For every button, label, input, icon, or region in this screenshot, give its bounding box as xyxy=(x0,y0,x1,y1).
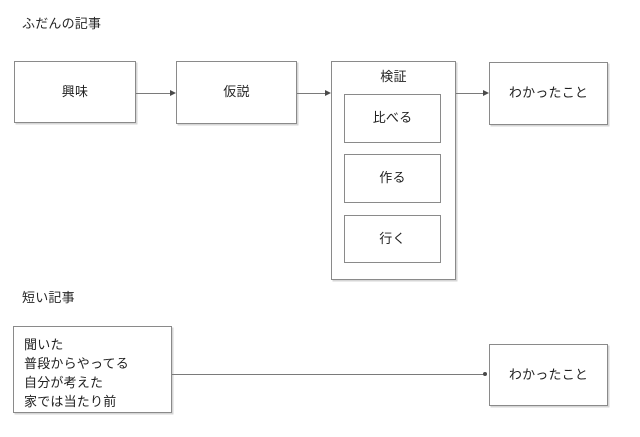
connector-hypothesis-to-verification xyxy=(297,93,325,94)
node-finding-bottom-label: わかったこと xyxy=(508,367,589,383)
node-go-label: 行く xyxy=(379,231,406,247)
short-source-line: 普段からやってる xyxy=(24,357,129,372)
node-interest[interactable]: 興味 xyxy=(14,61,136,123)
short-source-line: 家では当たり前 xyxy=(24,395,117,410)
section-heading-top: ふだんの記事 xyxy=(22,17,102,32)
node-hypothesis-label: 仮説 xyxy=(223,85,250,100)
node-hypothesis[interactable]: 仮説 xyxy=(176,61,297,124)
node-make-label: 作る xyxy=(379,171,406,186)
section-heading-bottom: 短い記事 xyxy=(22,291,75,306)
short-source-line: 自分が考えた xyxy=(24,376,104,391)
connector-verification-to-finding xyxy=(456,93,483,94)
arrowhead-interest-to-hypothesis-icon xyxy=(170,89,176,96)
node-go[interactable]: 行く xyxy=(344,215,441,263)
arrowhead-hypothesis-to-verification-icon xyxy=(325,89,331,96)
arrowhead-sources-to-finding-icon xyxy=(483,372,487,376)
node-short-sources[interactable]: 聞いた 普段からやってる 自分が考えた 家では当たり前 xyxy=(13,326,172,413)
node-interest-label: 興味 xyxy=(61,84,89,100)
connector-interest-to-hypothesis xyxy=(136,93,170,94)
node-finding-top-label: わかったこと xyxy=(508,86,589,101)
node-compare[interactable]: 比べる xyxy=(344,94,441,143)
arrowhead-verification-to-finding-icon xyxy=(483,89,489,96)
node-make[interactable]: 作る xyxy=(344,154,441,203)
node-verification-label: 検証 xyxy=(380,70,407,85)
connector-sources-to-finding xyxy=(172,374,484,375)
short-sources-line-list: 聞いた 普段からやってる 自分が考えた 家では当たり前 xyxy=(24,336,129,412)
node-compare-label: 比べる xyxy=(372,111,413,126)
short-source-line: 聞いた xyxy=(24,338,64,353)
node-finding-bottom[interactable]: わかったこと xyxy=(489,344,608,406)
node-finding-top[interactable]: わかったこと xyxy=(489,62,608,125)
